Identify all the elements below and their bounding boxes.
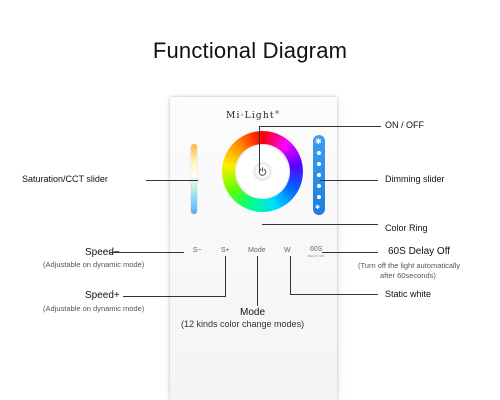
- saturation-label: Saturation/CCT slider: [22, 174, 108, 184]
- mode-key[interactable]: Mode: [248, 247, 266, 254]
- delay-key[interactable]: 60S DELAY OFF: [308, 246, 325, 258]
- dimming-label: Dimming slider: [385, 174, 445, 184]
- dimming-slider[interactable]: ✱ ✱: [313, 135, 325, 215]
- mode-label: Mode: [240, 307, 266, 318]
- delay-off-note-2: after 60seconds): [380, 271, 436, 280]
- leader-line-speed-plus: [225, 256, 226, 296]
- dimming-dot: [317, 184, 321, 188]
- power-button[interactable]: [255, 164, 270, 179]
- wall-panel: Mi·Light® ✱ ✱ S− S+ Mode W 60S DELAY OFF: [170, 97, 337, 400]
- speed-plus-label: Speed+: [85, 290, 120, 301]
- leader-line-speed-plus: [123, 296, 226, 297]
- saturation-cct-slider[interactable]: [191, 144, 197, 214]
- leader-line-static-white: [290, 256, 291, 294]
- leader-line-on-off: [259, 126, 260, 172]
- delay-off-label: 60S Delay Off: [388, 246, 451, 257]
- speed-minus-label: Speed−: [85, 247, 120, 258]
- dimming-dot: [317, 162, 321, 166]
- brightness-low-icon: ✱: [315, 205, 321, 211]
- dimming-dot: [317, 195, 321, 199]
- brand-logo: Mi·Light®: [226, 110, 281, 121]
- leader-line-saturation: [146, 180, 198, 181]
- dimming-dot: [317, 173, 321, 177]
- mode-note: (12 kinds color change modes): [181, 319, 305, 329]
- delay-off-note-1: (Turn off the light automatically: [358, 261, 461, 270]
- color-ring[interactable]: [222, 131, 303, 212]
- static-white-label: Static white: [385, 289, 432, 299]
- leader-line-speed-minus: [110, 252, 184, 253]
- speed-plus-note: (Adjustable on dynamic mode): [43, 304, 145, 313]
- speed-plus-key[interactable]: S+: [221, 247, 230, 254]
- on-off-label: ON / OFF: [385, 120, 424, 130]
- leader-line-static-white: [290, 294, 378, 295]
- leader-line-on-off: [259, 126, 381, 127]
- diagram-title: Functional Diagram: [152, 38, 348, 63]
- leader-line-dimming: [320, 180, 378, 181]
- leader-line-color-ring: [262, 224, 378, 225]
- brightness-icon: ✱: [315, 137, 322, 146]
- color-ring-label: Color Ring: [385, 223, 428, 233]
- white-key[interactable]: W: [284, 247, 291, 254]
- ring-center: [235, 144, 290, 199]
- leader-line-delay: [322, 252, 378, 253]
- leader-line-mode: [257, 256, 258, 306]
- dimming-dot: [317, 151, 321, 155]
- speed-minus-key[interactable]: S−: [193, 247, 202, 254]
- speed-minus-note: (Adjustable on dynamic mode): [43, 260, 145, 269]
